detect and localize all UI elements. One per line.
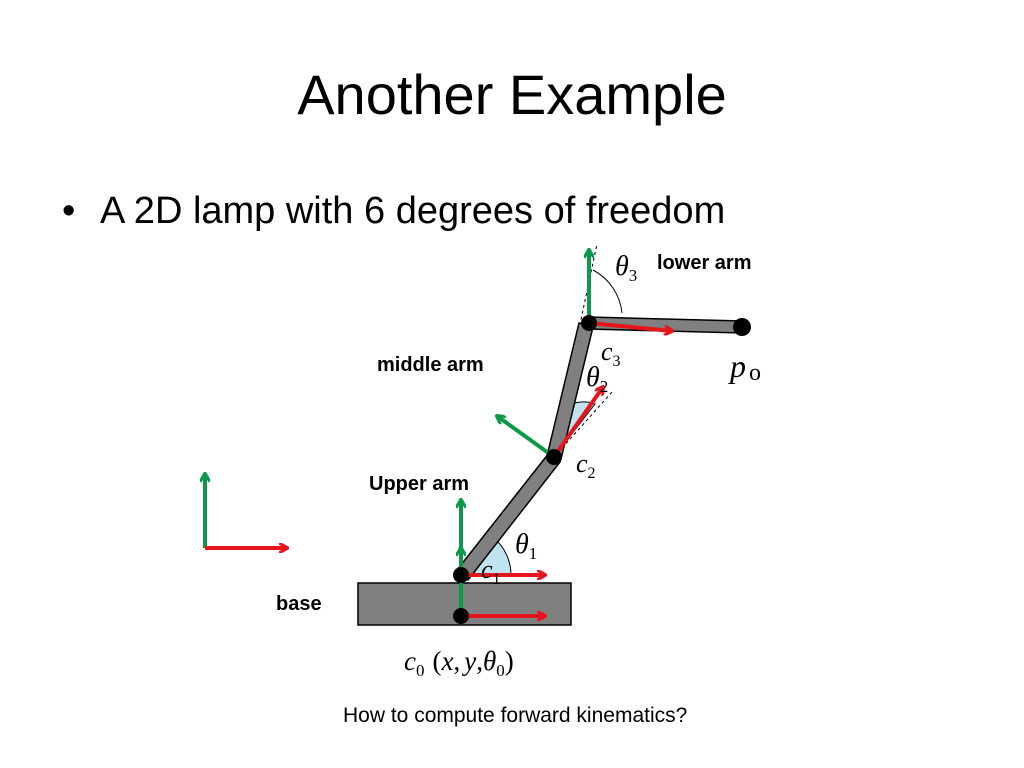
endpoint-p0 [733, 318, 751, 336]
caption-question: How to compute forward kinematics? [343, 704, 687, 727]
theta2-label: θ2 [586, 362, 608, 396]
c0-coordinates-label: c0(x,y,θ0) [404, 646, 514, 680]
base-label: base [276, 593, 322, 615]
theta3-reference-dashed-line [575, 243, 598, 344]
c1-label: c1 [481, 555, 501, 588]
c2-x-axis [552, 387, 603, 459]
upper-arm-label: Upper arm [369, 473, 469, 495]
joint-c3 [581, 315, 597, 331]
theta3-label: θ3 [615, 251, 637, 285]
theta3-angle-arc [592, 269, 623, 314]
c2-label: c2 [576, 449, 596, 482]
slide-title: Another Example [297, 63, 727, 126]
joint-c2 [546, 449, 562, 465]
joint-c0 [453, 608, 469, 624]
middle-arm-label: middle arm [377, 354, 484, 376]
bullet-dot-icon: • [62, 190, 76, 232]
joint-c1 [453, 567, 469, 583]
lower-arm-label: lower arm [657, 252, 751, 274]
theta1-label: θ1 [515, 529, 537, 563]
c3-label: c3 [601, 337, 621, 370]
bullet-text: A 2D lamp with 6 degrees of freedom [100, 190, 726, 232]
c3-x-axis [588, 321, 672, 331]
c2-y-axis [497, 416, 556, 459]
bullet-item: • A 2D lamp with 6 degrees of freedom [62, 190, 725, 233]
